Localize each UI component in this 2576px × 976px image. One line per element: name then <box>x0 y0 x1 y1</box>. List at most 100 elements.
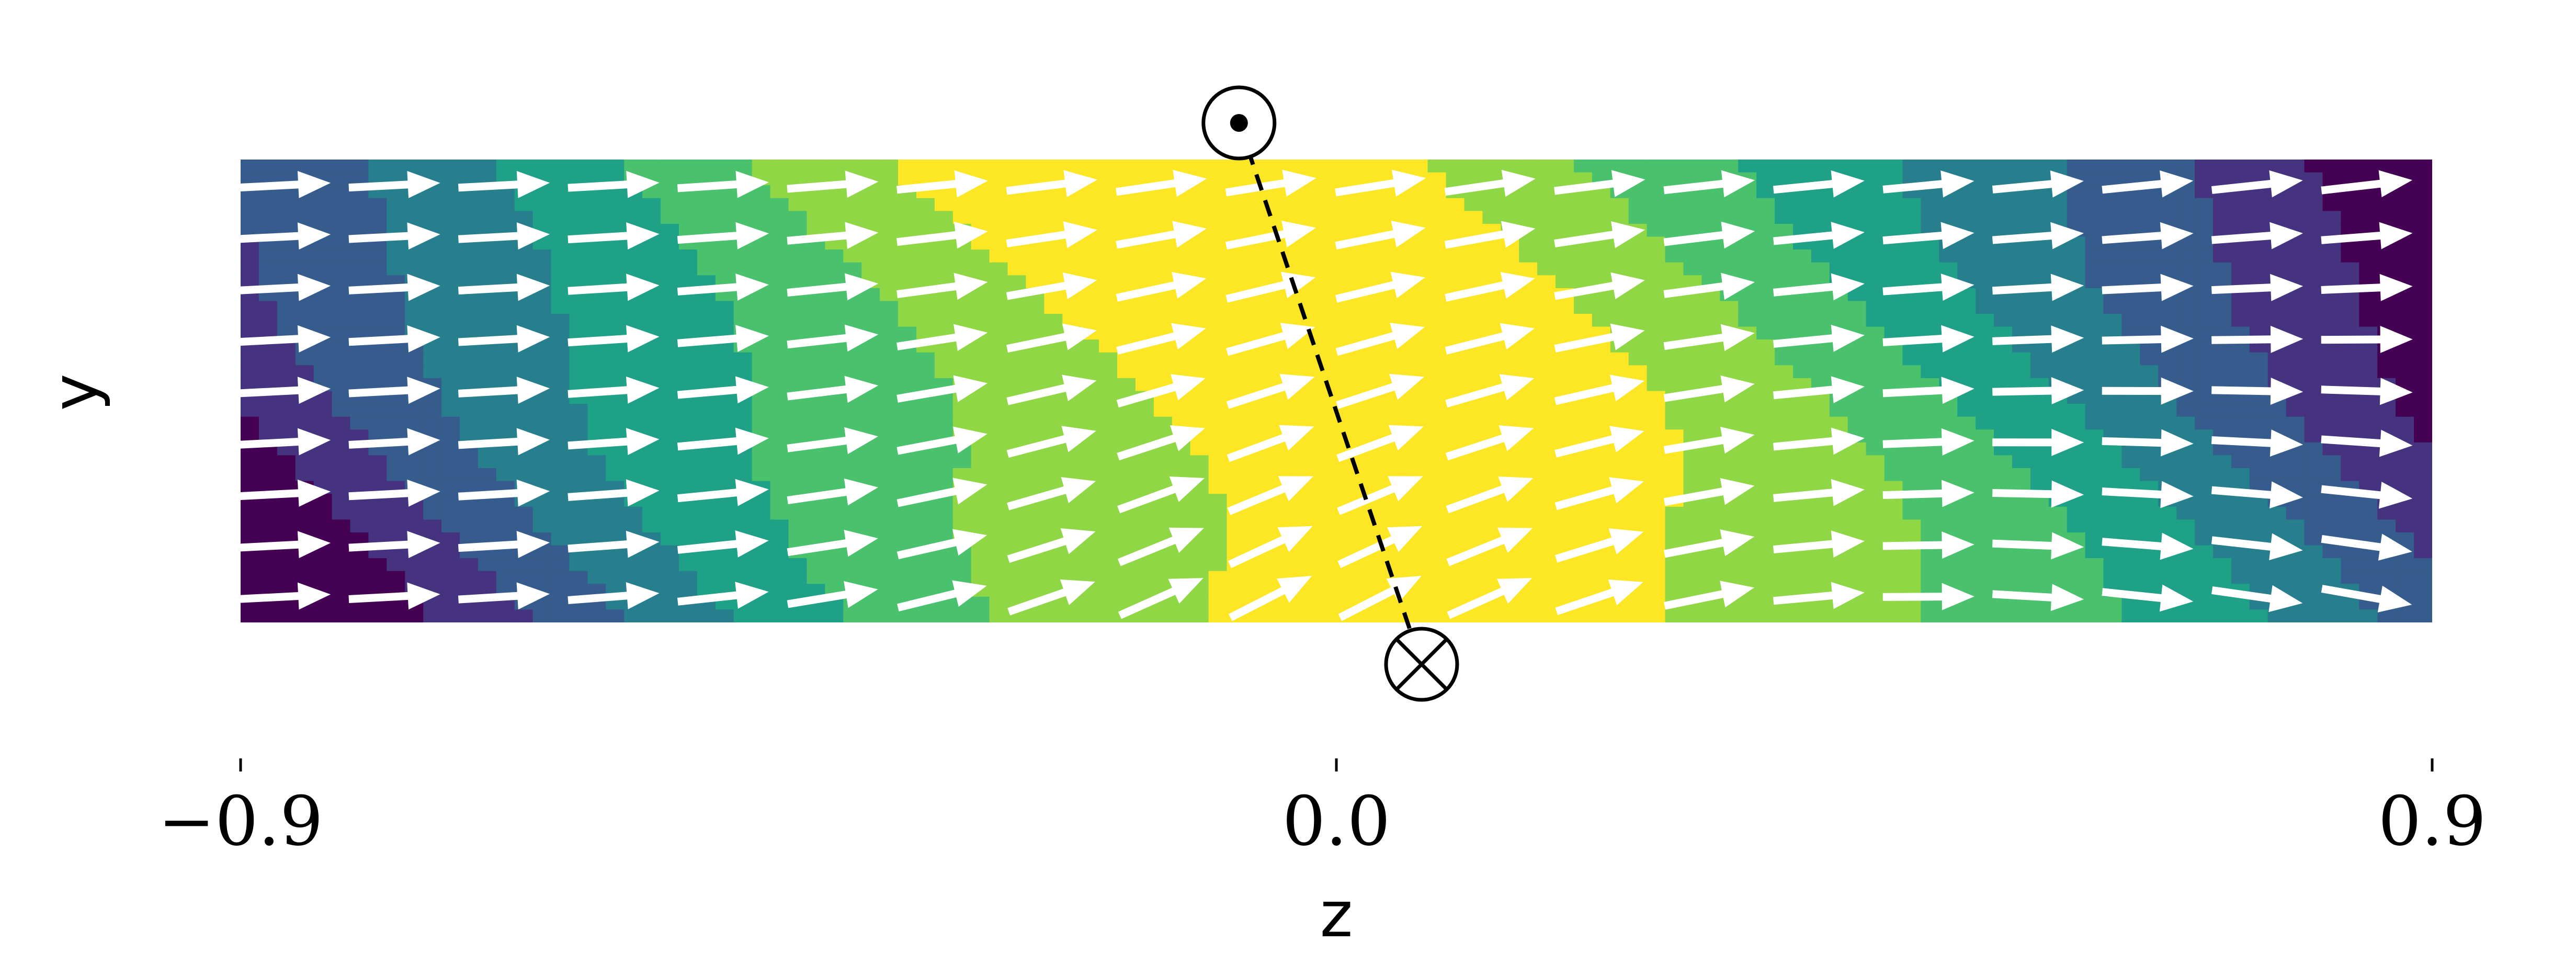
contour-cell <box>1026 211 1045 224</box>
contour-cell <box>1866 326 1885 340</box>
contour-cell <box>1628 198 1648 212</box>
field-arrow-head <box>2051 428 2084 456</box>
contour-cell <box>1227 532 1246 546</box>
contour-cell <box>405 262 424 276</box>
contour-cell <box>1537 275 1556 289</box>
contour-cell <box>587 519 607 533</box>
contour-cell <box>1957 468 1976 482</box>
contour-cell <box>241 468 259 482</box>
contour-cell <box>880 275 899 289</box>
contour-cell <box>2012 262 2031 276</box>
contour-cell <box>2067 314 2086 327</box>
contour-cell <box>441 172 460 186</box>
contour-cell <box>2048 455 2068 469</box>
contour-cell <box>624 416 643 430</box>
contour-cell <box>2377 314 2396 327</box>
contour-cell <box>1811 404 1830 417</box>
contour-cell <box>241 365 259 379</box>
contour-cell <box>916 532 935 546</box>
contour-cell <box>788 571 808 585</box>
contour-cell <box>1902 609 1922 622</box>
contour-cell <box>1902 404 1922 417</box>
field-arrow-head <box>2270 274 2303 301</box>
contour-cell <box>1190 236 1209 250</box>
contour-cell <box>387 365 406 379</box>
contour-cell <box>532 301 552 314</box>
contour-cell <box>2121 609 2141 622</box>
contour-cell <box>1135 378 1154 392</box>
contour-cell <box>825 416 844 430</box>
contour-cell <box>770 185 789 199</box>
contour-cell <box>332 172 351 186</box>
contour-cell <box>1300 455 1319 469</box>
contour-cell <box>1610 404 1629 417</box>
contour-cell <box>1318 339 1337 353</box>
contour-cell <box>277 609 296 622</box>
contour-cell <box>1866 481 1885 494</box>
contour-cell <box>1738 506 1757 520</box>
contour-cell <box>2249 571 2268 585</box>
contour-cell <box>1135 301 1154 314</box>
contour-cell <box>825 160 844 173</box>
contour-cell <box>460 249 479 263</box>
contour-cell <box>2085 391 2104 404</box>
contour-cell <box>1829 211 1848 224</box>
field-arrow-head <box>1278 476 1314 502</box>
contour-cell <box>1227 198 1246 212</box>
contour-cell <box>1592 365 1611 379</box>
contour-cell <box>551 506 570 520</box>
contour-cell <box>788 301 808 314</box>
contour-cell <box>1556 429 1574 443</box>
contour-cell <box>2396 558 2414 572</box>
contour-cell <box>1227 160 1246 173</box>
contour-cell <box>313 211 333 224</box>
contour-cell <box>2121 519 2141 533</box>
contour-cell <box>2249 249 2268 263</box>
contour-cell <box>1756 545 1775 559</box>
contour-cell <box>1720 249 1739 263</box>
contour-cell <box>332 236 351 250</box>
contour-cell <box>478 404 497 417</box>
contour-cell <box>1081 609 1099 622</box>
contour-cell <box>1519 314 1538 327</box>
field-arrow-head <box>954 221 988 249</box>
contour-cell <box>496 519 515 533</box>
contour-cell <box>916 301 935 314</box>
contour-cell <box>1884 365 1903 379</box>
contour-cell <box>2304 532 2323 546</box>
contour-cell <box>1829 314 1848 327</box>
contour-cell <box>295 352 314 366</box>
contour-cell <box>350 211 369 224</box>
contour-cell <box>551 223 570 237</box>
contour-cell <box>2085 185 2104 199</box>
contour-cell <box>2414 532 2432 546</box>
contour-cell <box>1427 596 1447 610</box>
contour-cell <box>861 558 880 572</box>
contour-cell <box>1153 301 1173 314</box>
contour-cell <box>1556 223 1574 237</box>
contour-cell <box>1976 365 1994 379</box>
field-arrow-head <box>844 529 878 557</box>
contour-cell <box>934 301 954 314</box>
contour-cell <box>1811 301 1830 314</box>
contour-cell <box>1464 584 1483 597</box>
contour-cell <box>1409 236 1428 250</box>
contour-cell <box>423 519 442 533</box>
contour-cell <box>2048 211 2068 224</box>
contour-cell <box>551 301 570 314</box>
contour-cell <box>1957 249 1976 263</box>
contour-cell <box>1099 326 1118 340</box>
contour-cell <box>1482 249 1502 263</box>
contour-cell <box>295 519 314 533</box>
field-arrow-head <box>1281 221 1317 247</box>
contour-cell <box>1044 558 1063 572</box>
contour-cell <box>2048 301 2068 314</box>
contour-cell <box>624 506 643 520</box>
contour-cell <box>661 416 679 430</box>
contour-cell <box>2359 519 2378 533</box>
contour-cell <box>1482 609 1502 622</box>
contour-cell <box>2341 262 2360 276</box>
contour-cell <box>971 314 990 327</box>
contour-cell <box>1701 262 1721 276</box>
